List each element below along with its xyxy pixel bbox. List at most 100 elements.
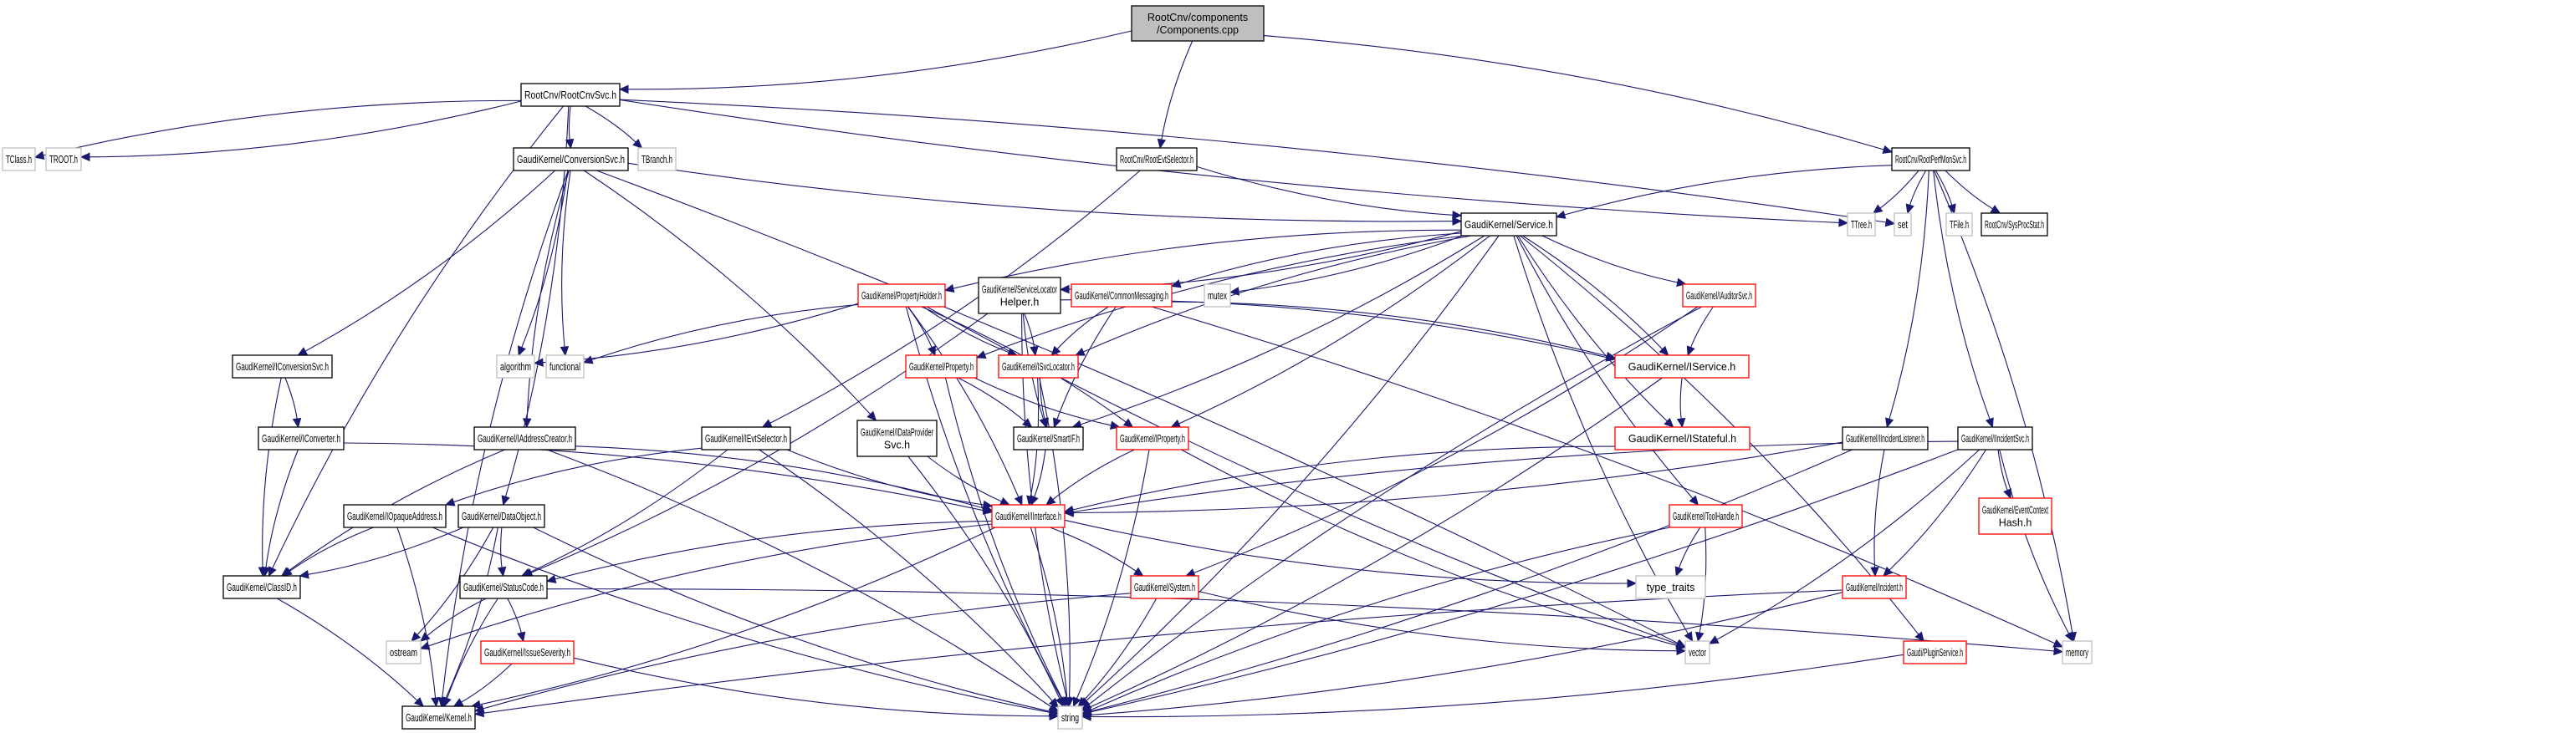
node-label: GaudiKernel/StatusCode.h (463, 582, 544, 593)
node-sysprocstat[interactable]: RootCnv/SysProcStat.h (1981, 212, 2048, 237)
edge-iproperty-to-vector (1181, 449, 1678, 646)
node-toolhandle[interactable]: GaudiKernel/ToolHandle.h (1669, 504, 1743, 528)
arrowhead-icon (1990, 205, 2001, 214)
arrowhead-icon (975, 350, 987, 359)
node-iconverter[interactable]: GaudiKernel/IConverter.h (258, 426, 345, 450)
node-box (45, 147, 82, 171)
node-box (1842, 575, 1907, 599)
edge-conversionsvc-to-service (627, 162, 1454, 222)
node-iaddresscreator[interactable]: GaudiKernel/IAddressCreator.h (473, 426, 576, 450)
node-kernel[interactable]: GaudiKernel/Kernel.h (401, 705, 476, 730)
arrowhead-icon (1947, 203, 1956, 215)
edge-iconverter-to-classid (265, 449, 299, 568)
edge-rootperfmonsvc-to-set (1909, 170, 1927, 206)
node-iservice[interactable]: GaudiKernel/IService.h (1614, 354, 1750, 379)
edge-iincidentlistener-to-incident (1873, 449, 1885, 568)
edge-rootevtselector-to-ievtselector (769, 170, 1141, 424)
edge-rootcnvsvc-to-ttree (619, 99, 1840, 223)
node-rootperfmonsvc[interactable]: RootCnv/RootPerfMonSvc.h (1891, 147, 1970, 171)
node-commonmessaging[interactable]: GaudiKernel/CommonMessaging.h (1071, 283, 1173, 308)
node-label: string (1061, 712, 1079, 724)
arrowhead-icon (292, 417, 302, 429)
node-iopaqueaddress[interactable]: GaudiKernel/IOpaqueAddress.h (343, 504, 447, 528)
arrowhead-icon (1022, 418, 1033, 428)
arrowhead-icon (632, 139, 643, 149)
arrowhead-icon (1695, 631, 1705, 643)
node-functional: functional (545, 354, 585, 379)
node-conversionsvc[interactable]: GaudiKernel/ConversionSvc.h (513, 147, 629, 171)
node-issueseverity[interactable]: GaudiKernel/IssueSeverity.h (480, 640, 575, 664)
node-rootevtselector[interactable]: RootCnv/RootEvtSelector.h (1116, 147, 1198, 171)
node-system[interactable]: GaudiKernel/System.h (1130, 575, 1199, 599)
arrowhead-icon (1062, 697, 1072, 708)
node-label: RootCnv/RootCnvSvc.h (524, 89, 616, 101)
edge-rootcnvsvc-to-classid (272, 105, 564, 569)
node-isvclocator[interactable]: GaudiKernel/ISvcLocator.h (998, 354, 1079, 379)
node-classid[interactable]: GaudiKernel/ClassID.h (222, 575, 301, 599)
edge-iconversionsvc-to-classid (262, 377, 282, 568)
node-service[interactable]: GaudiKernel/Service.h (1460, 212, 1557, 237)
edge-dataobject-to-statuscode (500, 527, 503, 568)
node-label: /Components.cpp (1157, 24, 1239, 36)
edge-conversionsvc-to-iaddresscreator (526, 170, 570, 420)
edge-iopaqueaddress-to-classid (289, 527, 374, 572)
node-iincidentlistener[interactable]: GaudiKernel/IIncidentListener.h (1842, 426, 1929, 450)
edge-service-to-iproperty (1178, 235, 1490, 425)
node-label: GaudiKernel/IDataProvider (861, 426, 933, 438)
node-box (1684, 640, 1710, 664)
node-iauditorsvc[interactable]: GaudiKernel/IAuditorSvc.h (1682, 283, 1756, 308)
edge-rootperfmonsvc-to-iincidentsvc (1933, 170, 1991, 420)
node-vector: vector (1684, 640, 1710, 664)
node-istateful[interactable]: GaudiKernel/IStateful.h (1614, 426, 1751, 450)
edge-servicelocatorhelper-to-iservice (1060, 299, 1607, 359)
node-iproperty[interactable]: GaudiKernel/IProperty.h (1116, 426, 1189, 450)
node-incident[interactable]: GaudiKernel/Incident.h (1842, 575, 1907, 599)
node-label: Gaudi/PluginService.h (1907, 647, 1963, 659)
edge-idataprovidersvc-to-iinterface (927, 456, 1002, 502)
edge-iauditorsvc-to-string (1088, 306, 1703, 705)
node-iincidentsvc[interactable]: GaudiKernel/IIncidentSvc.h (1957, 426, 2033, 450)
node-label: TROOT.h (49, 154, 78, 165)
node-ievtselector[interactable]: GaudiKernel/IEvtSelector.h (701, 426, 791, 450)
node-smartif[interactable]: GaudiKernel/SmartIF.h (1013, 426, 1084, 450)
edge-rootcnvsvc-to-set (619, 99, 1887, 223)
edge-pluginservice-to-string (1090, 654, 1904, 718)
node-label: GaudiKernel/EventContext (1982, 504, 2048, 516)
node-box (232, 354, 333, 379)
edge-iincidentsvc-to-string (1090, 449, 1959, 713)
node-label: GaudiKernel/Property.h (909, 361, 974, 373)
edge-service-to-istateful (1517, 235, 1668, 422)
node-label: mutex (1208, 290, 1228, 302)
edge-issueseverity-to-kernel (461, 663, 513, 703)
arrowhead-icon (2053, 646, 2064, 656)
node-dataobject[interactable]: GaudiKernel/DataObject.h (457, 504, 545, 528)
node-ttree: TTree.h (1847, 212, 1876, 237)
edge-dataobject-to-kernel (445, 527, 498, 700)
arrowhead-icon (1030, 495, 1039, 506)
arrowhead-icon (1030, 345, 1039, 357)
node-pluginservice[interactable]: Gaudi/PluginService.h (1903, 640, 1967, 664)
arrowhead-icon (497, 566, 507, 578)
node-iinterface[interactable]: GaudiKernel/IInterface.h (991, 504, 1066, 528)
node-components[interactable]: RootCnv/components/Components.cpp (1131, 5, 1265, 42)
node-box (1130, 575, 1199, 599)
arrowhead-icon (1048, 697, 1059, 708)
node-tbranch: TBranch.h (637, 147, 677, 171)
node-iconversionsvc[interactable]: GaudiKernel/IConversionSvc.h (232, 354, 333, 379)
edge-toolhandle-to-string (1089, 527, 1671, 711)
arrowhead-icon (419, 641, 431, 650)
arrowhead-icon (1689, 495, 1699, 506)
node-box (1131, 5, 1265, 42)
node-rootcnvsvc[interactable]: RootCnv/RootCnvSvc.h (520, 83, 621, 107)
node-statuscode[interactable]: GaudiKernel/StatusCode.h (459, 575, 548, 599)
node-label: RootCnv/RootEvtSelector.h (1120, 154, 1193, 165)
arrowhead-icon (282, 567, 293, 577)
edge-ievtselector-to-iopaqueaddress (453, 447, 703, 503)
node-propertyholder[interactable]: GaudiKernel/PropertyHolder.h (857, 283, 946, 308)
node-label: memory (2066, 647, 2088, 659)
node-property[interactable]: GaudiKernel/Property.h (905, 354, 978, 379)
edge-conversionsvc-to-idataprovidersvc (583, 170, 871, 415)
